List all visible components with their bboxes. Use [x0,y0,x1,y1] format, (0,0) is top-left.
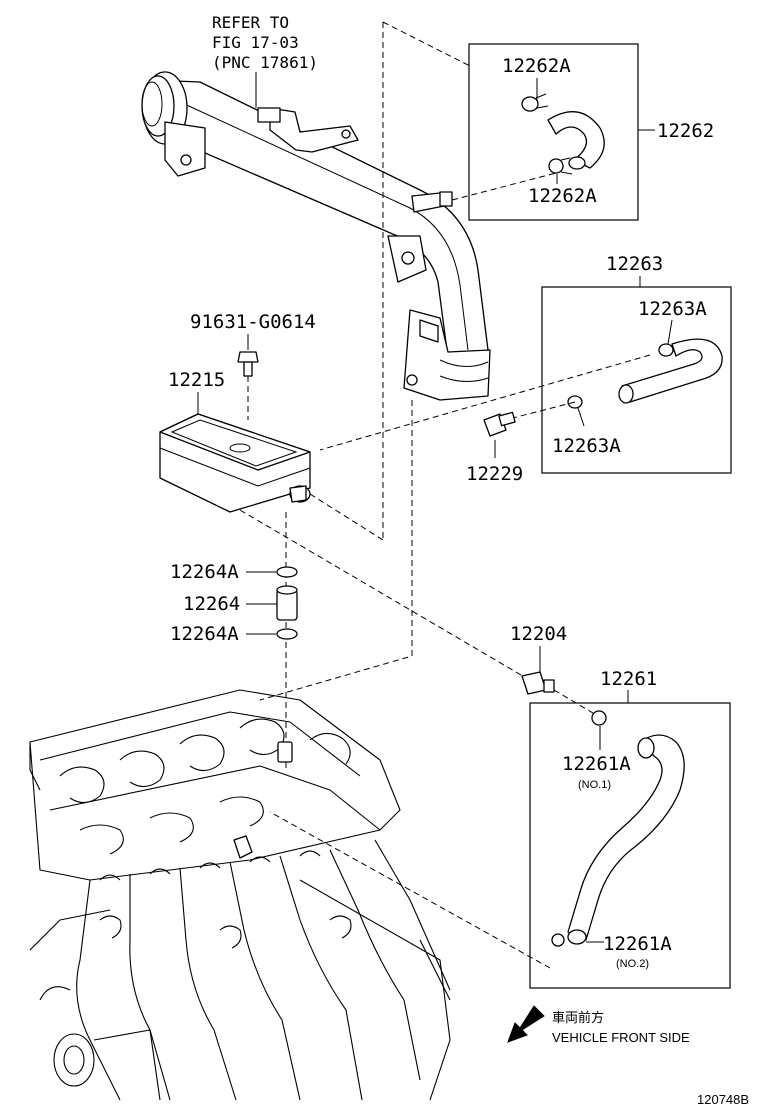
label-12204: 12204 [510,623,567,645]
label-12263a-top: 12263A [638,298,707,320]
label-12264: 12264 [183,593,240,615]
part-12264a-clip-bottom [276,628,298,640]
part-12264-hose [276,585,298,621]
part-12204-valve [521,671,555,695]
direction-english: VEHICLE FRONT SIDE [552,1030,690,1045]
label-91631-g0614: 91631-G0614 [190,311,316,333]
label-12261a-no1: 12261A [562,753,631,775]
label-12262: 12262 [657,120,714,142]
drawing-code: 120748B [697,1092,749,1107]
label-12262a-bottom: 12262A [528,185,597,207]
reference-note: REFER TO FIG 17-03 (PNC 17861) [212,13,318,108]
part-91631-bolt [237,351,259,377]
direction-japanese: 車両前方 [552,1010,604,1025]
label-12215: 12215 [168,369,225,391]
arrow-down-left-icon [507,1005,545,1043]
label-12261a-no1-sub: (NO.1) [578,779,611,791]
part-box-12262: 12262A 12262A [468,43,639,221]
part-12264a-clip-top [276,566,298,578]
label-12261a-no2-sub: (NO.2) [616,958,649,970]
label-12264a-top: 12264A [170,561,239,583]
label-12263: 12263 [606,253,663,275]
label-12261a-no2: 12261A [603,933,672,955]
vehicle-front-direction: 車両前方 VEHICLE FRONT SIDE [507,1005,690,1045]
part-12229-valve: 12229 [466,411,523,485]
part-12215-tank [159,413,311,513]
air-intake-duct [141,71,491,401]
label-12229: 12229 [466,463,523,485]
engine-block [29,689,451,1101]
label-12262a-top: 12262A [502,55,571,77]
label-12261: 12261 [600,668,657,690]
label-12263a-bottom: 12263A [552,435,621,457]
reference-note-line-1: REFER TO [212,13,289,32]
part-box-12263: 12263A 12263A [541,286,732,474]
label-12264a-bottom: 12264A [170,623,239,645]
reference-note-line-2: FIG 17-03 [212,33,299,52]
reference-note-line-3: (PNC 17861) [212,53,318,72]
part-box-12261: 12261A (NO.1) 12261A (NO.2) [529,702,731,989]
